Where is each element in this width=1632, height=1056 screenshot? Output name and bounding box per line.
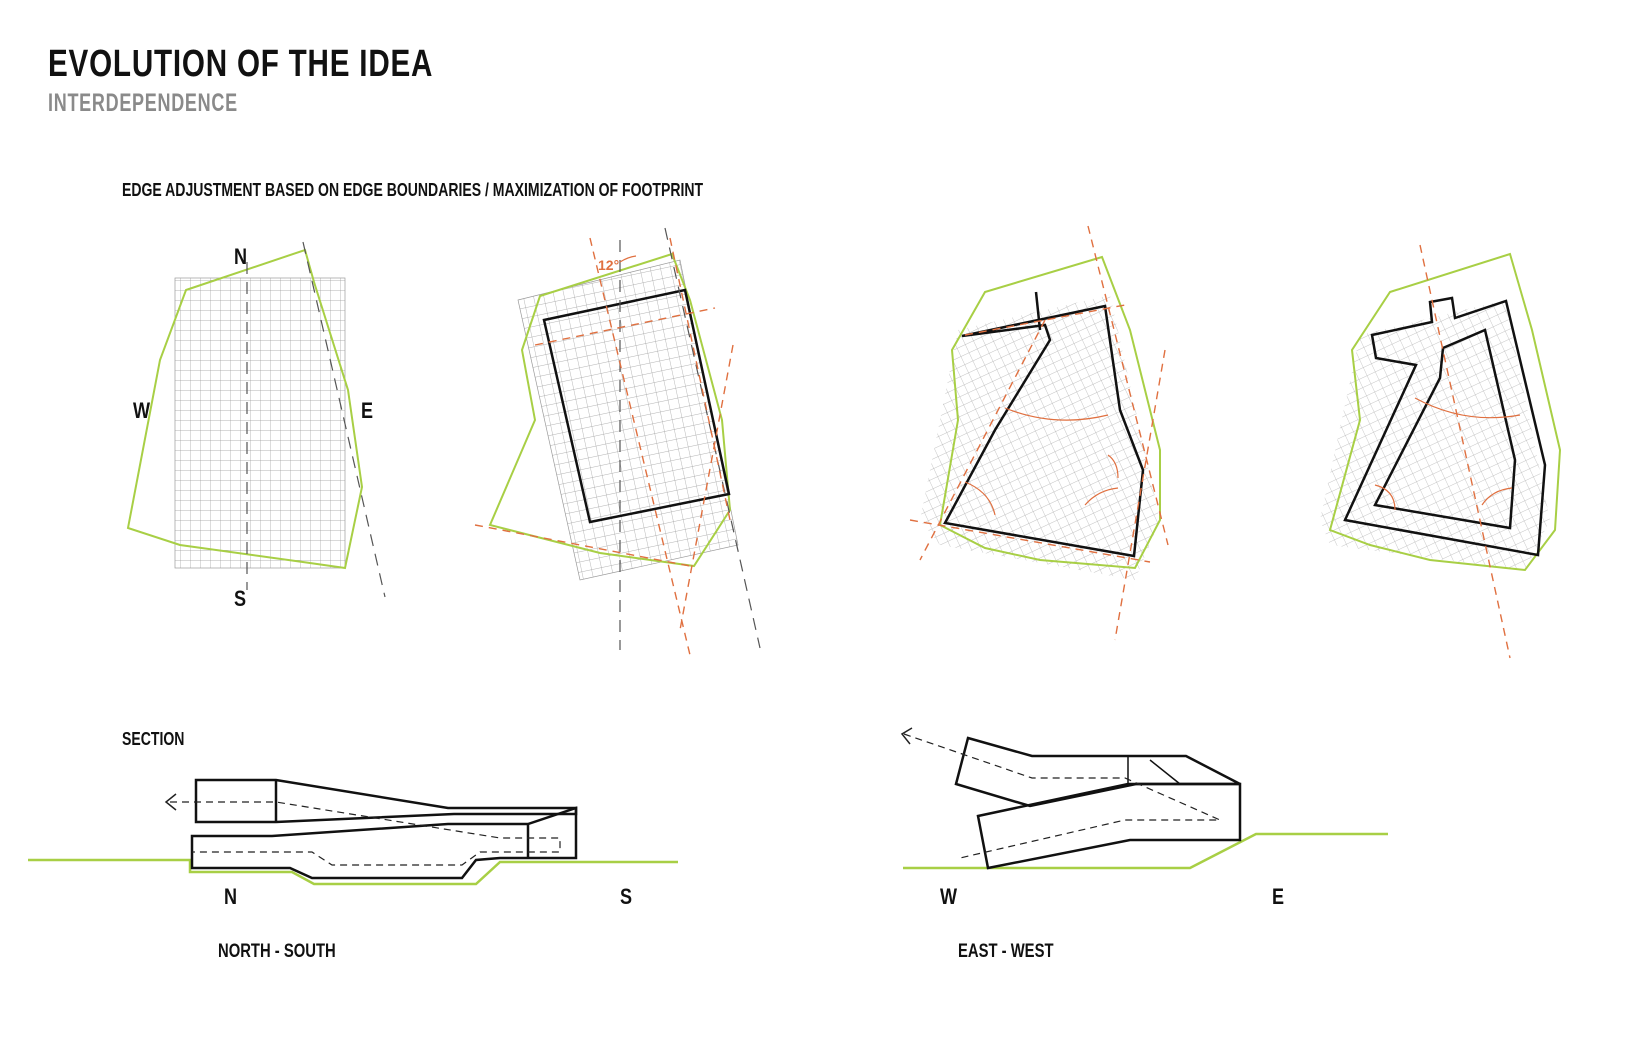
page-title: EVOLUTION OF THE IDEA	[48, 43, 434, 85]
plan-1	[126, 241, 386, 598]
ew-lower-volume	[976, 782, 1242, 870]
compass-south: S	[234, 586, 247, 611]
ns-arrow-head	[164, 793, 177, 811]
plan-3-angle-arc	[1107, 454, 1119, 479]
section-east-west	[900, 727, 1388, 870]
ew-ground-line	[903, 832, 1388, 870]
ew-arrow-head	[900, 727, 913, 745]
ns-caption: NORTH - SOUTH	[218, 941, 336, 962]
plan-2-angle-label: 12°	[598, 257, 620, 273]
plan-3-guide-line	[1114, 349, 1166, 641]
plans-heading: EDGE ADJUSTMENT BASED ON EDGE BOUNDARIES…	[122, 180, 704, 200]
compass-west: W	[133, 398, 151, 423]
plan-2-site-outline	[488, 252, 732, 568]
plan-3-angle-arc	[1084, 487, 1119, 506]
ew-circulation-path	[903, 733, 1221, 859]
ns-north-label: N	[224, 884, 238, 909]
plan-3-building-outline	[943, 304, 1145, 558]
plan-2-grid	[517, 259, 739, 581]
plan-1-east-edge-line	[302, 241, 386, 598]
plan-2-guide-line	[474, 524, 691, 567]
plan-3-grid	[920, 295, 1160, 580]
ns-ground-line	[28, 858, 678, 886]
ns-south-label: S	[620, 884, 633, 909]
plan-3-site-outline	[938, 255, 1161, 570]
plan-4-angle-arc	[1414, 397, 1521, 419]
ns-upper-volume	[194, 778, 578, 824]
plan-1-site-outline	[126, 248, 364, 570]
plan-2-guide-line	[669, 237, 731, 521]
ew-west-label: W	[940, 884, 958, 909]
ns-circulation-path	[170, 801, 561, 866]
plan-3-angle-arc	[964, 481, 996, 516]
compass-east: E	[361, 398, 374, 423]
plan-3	[909, 225, 1169, 641]
plan-2-building-outline	[542, 288, 731, 524]
ew-caption: EAST - WEST	[958, 941, 1054, 962]
ns-lower-volume	[190, 806, 578, 880]
compass-north: N	[234, 244, 248, 269]
plan-4-site-outline	[1328, 252, 1562, 572]
plan-2-east-edge-line	[664, 227, 761, 649]
plan-3-building-edge	[1034, 291, 1042, 331]
section-north-south	[28, 778, 678, 886]
plan-1-grid	[175, 278, 345, 568]
plan-2-angle-arc	[619, 255, 637, 263]
plan-2-guide-line	[679, 344, 734, 631]
plan-2	[474, 227, 761, 656]
plan-3-guide-line	[909, 519, 1151, 563]
ew-upper-volume	[954, 736, 1241, 808]
plan-4-angle-arc	[1374, 484, 1396, 511]
plan-2-guide-line	[534, 307, 716, 346]
plan-3-angle-arc	[1004, 407, 1109, 421]
ew-east-label: E	[1272, 884, 1285, 909]
page-subtitle: INTERDEPENDENCE	[48, 89, 238, 117]
plan-3-guide-line	[919, 319, 1046, 561]
plan-4-guide-line	[1419, 244, 1511, 659]
section-heading: SECTION	[122, 729, 185, 749]
plan-4-building-inner	[1373, 328, 1517, 530]
plan-4	[1320, 244, 1562, 659]
plan-2-guide-line	[589, 237, 691, 656]
ew-joint	[1149, 759, 1181, 785]
plan-4-building-outer	[1343, 296, 1547, 557]
plan-4-angle-arc	[1481, 487, 1513, 506]
